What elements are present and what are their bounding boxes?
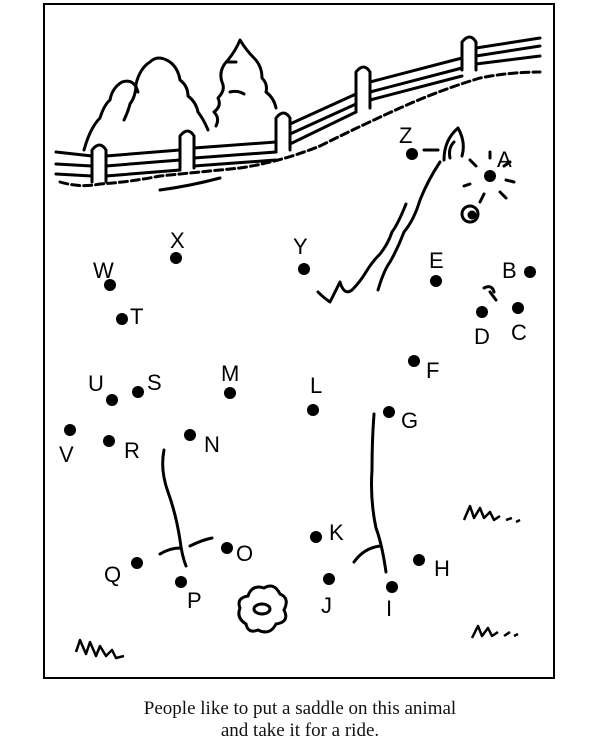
dot-marker[interactable] bbox=[170, 252, 182, 264]
dot-label: K bbox=[329, 520, 344, 545]
dot-q[interactable]: Q bbox=[104, 557, 143, 587]
dot-label: E bbox=[429, 248, 444, 273]
dot-label: F bbox=[426, 358, 439, 383]
dot-marker[interactable] bbox=[413, 554, 425, 566]
dot-h[interactable]: H bbox=[413, 554, 450, 581]
dot-s[interactable]: S bbox=[132, 370, 162, 398]
dot-marker[interactable] bbox=[524, 266, 536, 278]
dot-m[interactable]: M bbox=[221, 361, 239, 399]
dot-label: Z bbox=[399, 123, 412, 148]
dot-marker[interactable] bbox=[512, 302, 524, 314]
dot-p[interactable]: P bbox=[175, 576, 202, 613]
dot-label: M bbox=[221, 361, 239, 386]
dot-marker[interactable] bbox=[307, 404, 319, 416]
dot-k[interactable]: K bbox=[310, 520, 344, 545]
dot-w[interactable]: W bbox=[93, 258, 116, 291]
dot-label: D bbox=[474, 324, 490, 349]
dot-marker[interactable] bbox=[484, 170, 496, 182]
dot-marker[interactable] bbox=[132, 386, 144, 398]
dot-e[interactable]: E bbox=[429, 248, 444, 287]
dot-g[interactable]: G bbox=[383, 406, 418, 433]
dot-label: T bbox=[130, 304, 143, 329]
dot-label: I bbox=[386, 596, 392, 621]
dot-marker[interactable] bbox=[116, 313, 128, 325]
caption: People like to put a saddle on this anim… bbox=[0, 698, 600, 742]
dot-label: G bbox=[401, 408, 418, 433]
tree-icon bbox=[82, 38, 278, 152]
dot-label: X bbox=[170, 228, 185, 253]
dot-n[interactable]: N bbox=[184, 429, 220, 457]
dot-marker[interactable] bbox=[103, 435, 115, 447]
horse-outline-icon bbox=[158, 126, 516, 574]
dot-marker[interactable] bbox=[386, 581, 398, 593]
dot-marker[interactable] bbox=[221, 542, 233, 554]
dot-marker[interactable] bbox=[175, 576, 187, 588]
dot-f[interactable]: F bbox=[408, 355, 439, 383]
dot-r[interactable]: R bbox=[103, 435, 140, 463]
dot-x[interactable]: X bbox=[170, 228, 185, 264]
dot-label: C bbox=[511, 320, 527, 345]
dot-label: B bbox=[502, 258, 517, 283]
dots-layer: A B CD E FG H I J K L M N O P Q R S T U V W X Y Z bbox=[59, 123, 536, 621]
dot-v[interactable]: V bbox=[59, 424, 76, 467]
caption-line-2: and take it for a ride. bbox=[220, 720, 380, 741]
flower-icon bbox=[237, 584, 288, 634]
dot-marker[interactable] bbox=[430, 275, 442, 287]
dot-d[interactable]: D bbox=[474, 306, 490, 349]
dot-marker[interactable] bbox=[106, 394, 118, 406]
fence-icon bbox=[54, 35, 542, 192]
dot-label: Y bbox=[293, 234, 308, 259]
dot-marker[interactable] bbox=[408, 355, 420, 367]
dot-marker[interactable] bbox=[298, 263, 310, 275]
dot-label: Q bbox=[104, 562, 121, 587]
dot-label: R bbox=[124, 438, 140, 463]
dot-marker[interactable] bbox=[64, 424, 76, 436]
dot-o[interactable]: O bbox=[221, 541, 253, 566]
grass-tuft-icon bbox=[74, 504, 521, 660]
dot-label: J bbox=[321, 593, 332, 618]
dot-y[interactable]: Y bbox=[293, 234, 310, 275]
worksheet-frame bbox=[43, 3, 555, 679]
dot-label: H bbox=[434, 556, 450, 581]
dot-b[interactable]: B bbox=[502, 258, 536, 283]
dot-label: A bbox=[497, 147, 512, 172]
dot-marker[interactable] bbox=[323, 573, 335, 585]
dot-marker[interactable] bbox=[310, 531, 322, 543]
dot-label: W bbox=[93, 258, 114, 283]
dot-marker[interactable] bbox=[184, 429, 196, 441]
dot-label: N bbox=[204, 432, 220, 457]
dot-label: S bbox=[147, 370, 162, 395]
dot-marker[interactable] bbox=[476, 306, 488, 318]
caption-line-1: People like to put a saddle on this anim… bbox=[143, 698, 457, 719]
dot-j[interactable]: J bbox=[321, 573, 335, 618]
dot-marker[interactable] bbox=[104, 279, 116, 291]
dot-l[interactable]: L bbox=[307, 373, 322, 416]
dot-z[interactable]: Z bbox=[399, 123, 418, 160]
dot-i[interactable]: I bbox=[386, 581, 398, 621]
dot-label: P bbox=[187, 588, 202, 613]
dot-c[interactable]: C bbox=[511, 302, 527, 345]
dot-marker[interactable] bbox=[131, 557, 143, 569]
dot-label: L bbox=[310, 373, 322, 398]
dot-label: O bbox=[236, 541, 253, 566]
dot-marker[interactable] bbox=[224, 387, 236, 399]
dot-marker[interactable] bbox=[383, 406, 395, 418]
dot-t[interactable]: T bbox=[116, 304, 143, 329]
dot-label: U bbox=[88, 371, 104, 396]
dot-marker[interactable] bbox=[406, 148, 418, 160]
dot-u[interactable]: U bbox=[88, 371, 118, 406]
dot-a[interactable]: A bbox=[484, 147, 512, 182]
dot-label: V bbox=[59, 442, 74, 467]
